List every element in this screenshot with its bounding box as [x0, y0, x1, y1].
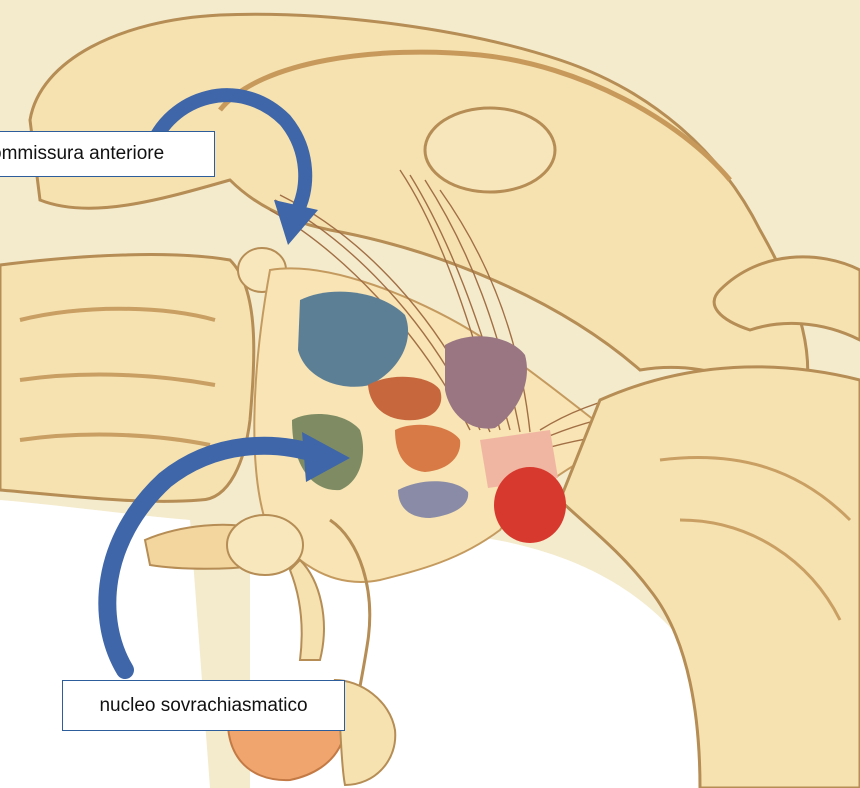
mammillary-body: [494, 467, 566, 543]
label-commissura-anteriore: ommissura anteriore: [0, 131, 215, 177]
label-nucleo-sovrachiasmatico: nucleo sovrachiasmatico: [62, 680, 345, 731]
label-nucleo-sovrachiasmatico-text: nucleo sovrachiasmatico: [99, 695, 307, 716]
optic-knob: [227, 515, 303, 575]
label-commissura-anteriore-text: ommissura anteriore: [0, 143, 164, 164]
interthalamic-oval: [425, 108, 555, 192]
